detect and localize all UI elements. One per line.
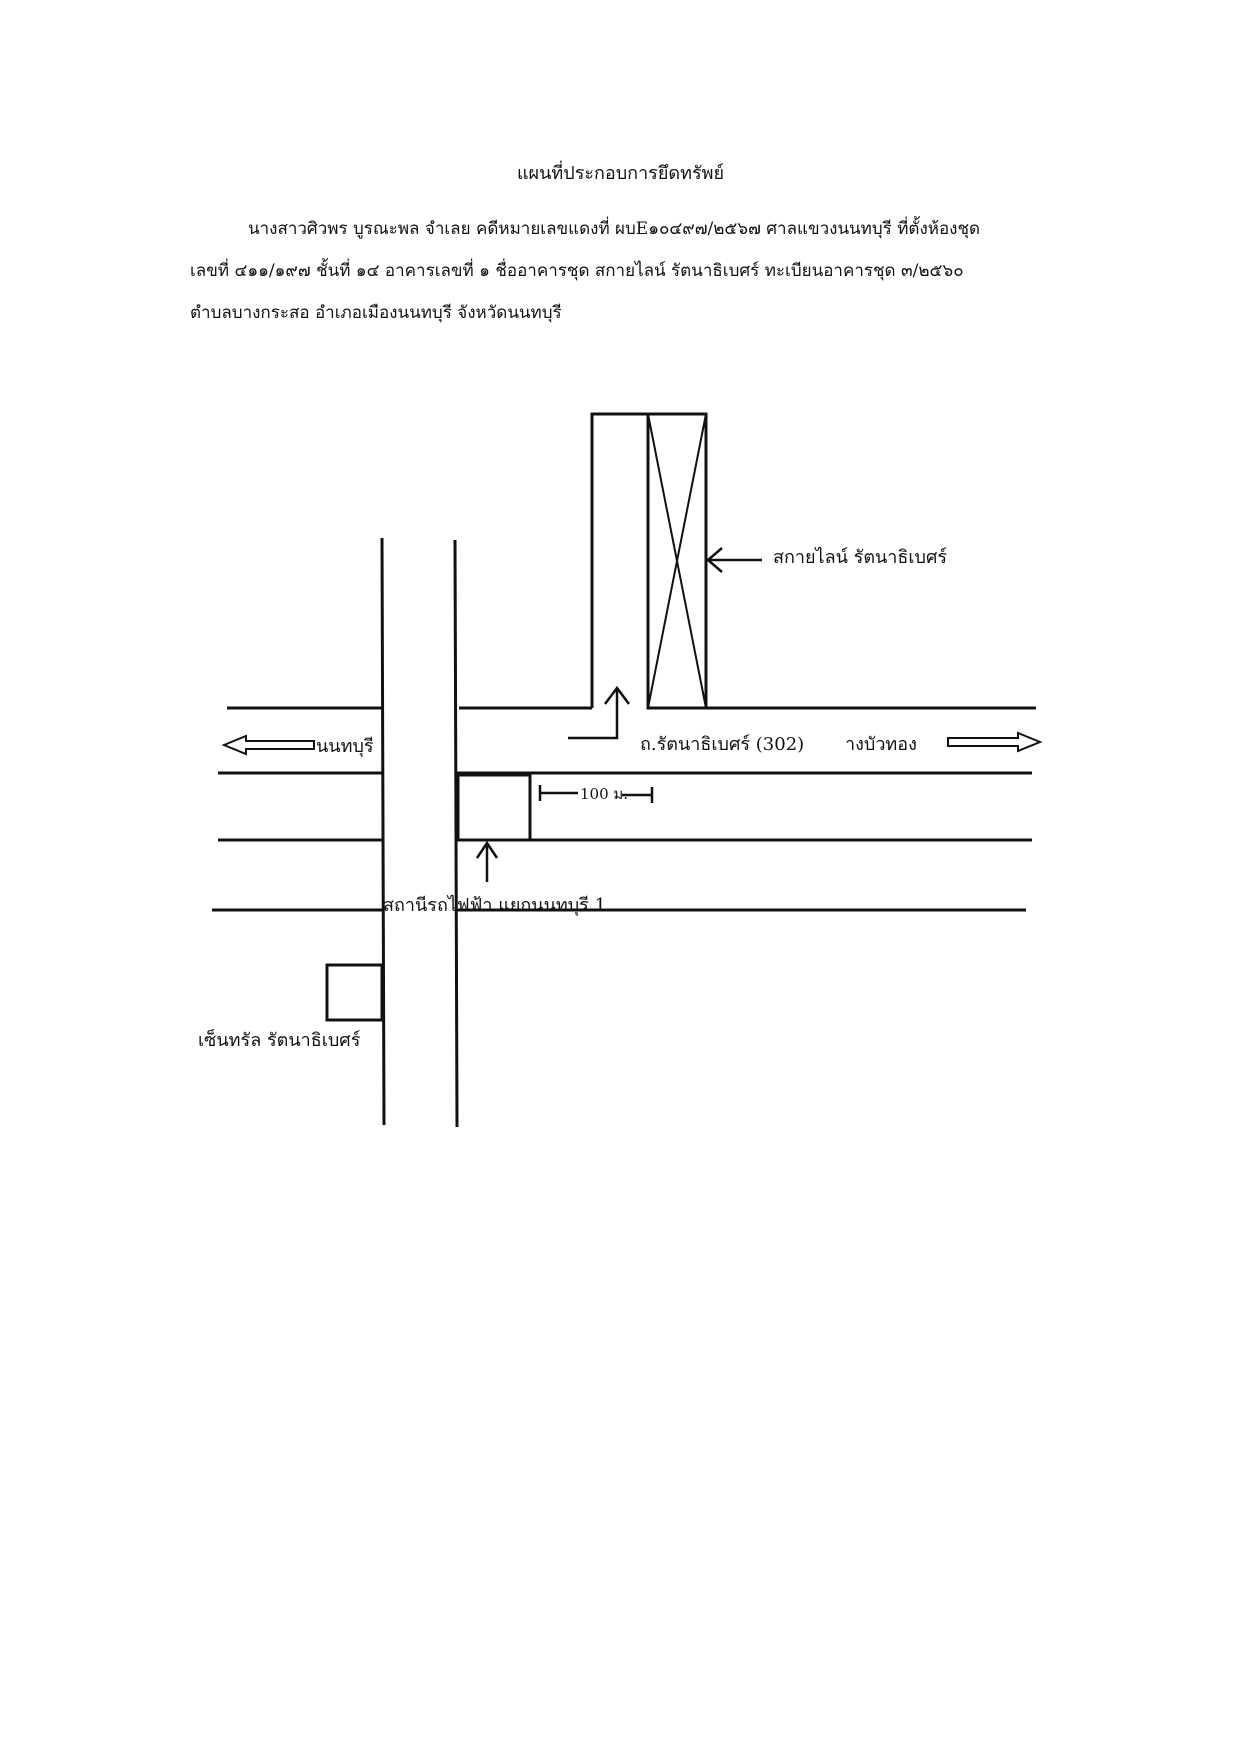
building-skyline xyxy=(590,412,708,710)
vertical-road-left-edge xyxy=(380,537,386,1126)
vertical-road-right-edge xyxy=(453,539,459,1128)
building-arrow-head xyxy=(706,547,723,573)
direction-left-label: นนทบุรี xyxy=(316,736,374,757)
direction-arrows xyxy=(221,731,1043,756)
landmark-label: เซ็นทรัล รัตนาธิเบศร์ xyxy=(198,1028,361,1051)
station-arrow-head xyxy=(475,840,499,859)
building-label: สกายไลน์ รัตนาธิเบศร์ xyxy=(773,546,947,568)
building-cross-2 xyxy=(647,413,707,709)
entrance-arrow-head xyxy=(604,685,630,705)
left-direction-arrow xyxy=(221,734,315,756)
arrows xyxy=(475,547,762,882)
direction-right-label: างบัวทอง xyxy=(845,734,917,755)
building-outline xyxy=(590,412,648,708)
building-tower xyxy=(646,412,708,710)
description-line-1: นางสาวศิวพร บูรณะพล จำเลย คดีหมายเลขแดงท… xyxy=(248,219,981,239)
entrance-arrow xyxy=(568,690,619,740)
document-title: แผนที่ประกอบการยึดทรัพย์ xyxy=(516,163,725,184)
description-line-3: ตำบลบางกระสอ อำเภอเมืองนนทบุรี จังหวัดนน… xyxy=(190,303,562,323)
road-lines xyxy=(212,537,1036,1128)
station-label: สถานีรถไฟฟ้า แยกนนทบุรี 1 xyxy=(383,894,606,916)
description-line-2: เลขที่ ๔๑๑/๑๙๗ ชั้นที่ ๑๔ อาคารเลขที่ ๑ … xyxy=(190,261,964,281)
road-label: ถ.รัตนาธิเบศร์ (302) xyxy=(640,734,804,755)
case-description: นางสาวศิวพร บูรณะพล จำเลย คดีหมายเลขแดงท… xyxy=(190,208,1070,334)
distance-label: 100 ม. xyxy=(580,785,628,803)
right-direction-arrow xyxy=(947,731,1043,753)
central-box xyxy=(325,963,384,1022)
station-box xyxy=(456,773,532,842)
